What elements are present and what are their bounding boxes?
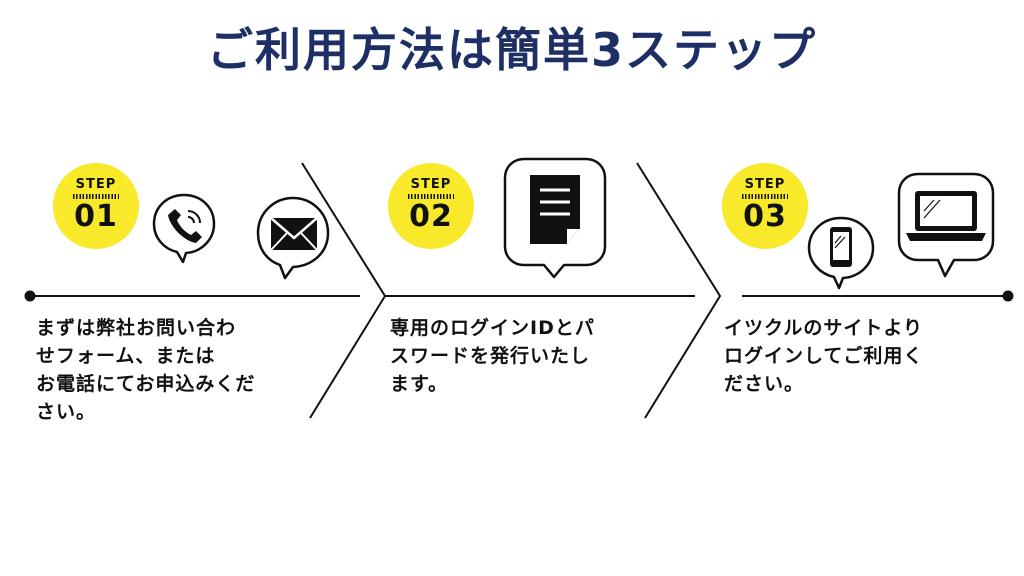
description-line: ださい。	[724, 373, 805, 395]
step-label: STEP	[744, 177, 786, 192]
step-description-3: イツクルのサイトより ログインしてご利用く ださい。	[724, 314, 923, 398]
step-label: STEP	[410, 177, 452, 192]
step-badge-1: STEP 01	[53, 163, 139, 249]
step-badge-2: STEP 02	[388, 163, 474, 249]
description-line: お電話にてお申込みくだ	[36, 373, 256, 395]
step-description-1: まずは弊社お問い合わ せフォーム、または お電話にてお申込みくだ さい。	[36, 314, 255, 426]
ruler-ticks	[742, 194, 788, 199]
phone-icon	[152, 193, 216, 264]
smartphone-icon	[807, 216, 875, 290]
chevron-divider-2	[636, 162, 722, 419]
step-badge-3: STEP 03	[722, 163, 808, 249]
description-line: イツクルのサイトより	[724, 317, 924, 339]
step-number: 02	[409, 199, 453, 234]
ruler-ticks	[73, 194, 119, 199]
description-line: ます。	[390, 373, 449, 395]
description-line: まずは弊社お問い合わ	[36, 317, 237, 339]
document-icon	[503, 157, 607, 279]
ruler-ticks	[408, 194, 454, 199]
description-line: スワードを発行いたし	[390, 345, 591, 367]
page-title: ご利用方法は簡単3ステップ	[206, 23, 817, 77]
chevron-divider-1	[301, 162, 387, 419]
step-description-2: 専用のログインIDとパ スワードを発行いたし ます。	[390, 314, 595, 398]
step-number: 01	[74, 199, 118, 234]
laptop-icon	[897, 172, 995, 278]
step-label: STEP	[75, 177, 117, 192]
description-line: せフォーム、または	[36, 345, 216, 367]
envelope-icon	[256, 196, 330, 280]
timeline-end-dot	[1002, 290, 1014, 302]
description-line: ログインしてご利用く	[724, 345, 924, 367]
step-number: 03	[743, 199, 787, 234]
description-line: 専用のログインIDとパ	[390, 317, 595, 339]
timeline-start-dot	[24, 290, 36, 302]
description-line: さい。	[36, 401, 97, 423]
